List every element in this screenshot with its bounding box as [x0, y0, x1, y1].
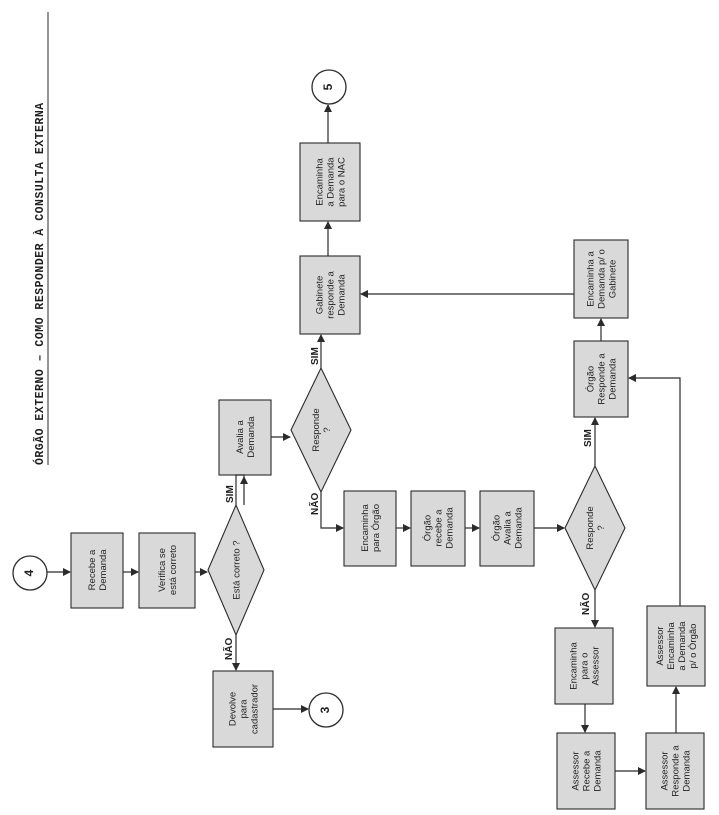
flow-lines: [47, 104, 681, 775]
label-sim-responde2: SIM: [583, 429, 594, 447]
connector-4-label: 4: [22, 569, 36, 576]
box-assessor-responde: AssessorResponde aDemanda: [645, 732, 705, 810]
box-assessor-encaminha-text: AssessorEncaminhaa Demandap/ o Órgão: [655, 621, 699, 671]
box-gabinete-responde: Gabineteresponde aDemanda: [299, 255, 361, 335]
label-sim-correto: SIM: [225, 485, 236, 503]
box-devolve-cadastrador: Devolveparacadastrador: [212, 670, 274, 748]
box-orgao-avalia: ÓrgãoAvalia aDemanda: [479, 490, 535, 567]
label-nao-responde2: NÃO: [579, 593, 592, 615]
box-orgao-recebe-text: Órgãorecebe aDemanda: [423, 507, 456, 549]
decision-esta-correto-text: Está correto ?: [232, 540, 243, 599]
arrow-responde-encaminha-orgao: [320, 492, 344, 532]
line-correto-sim: [235, 474, 245, 505]
label-sim-responde1: SIM: [310, 347, 321, 365]
page-title: ÓRGÃO EXTERNO – COMO RESPONDER À CONSULT…: [33, 102, 47, 465]
box-assessor-recebe: AssessorRecebe aDemanda: [556, 732, 616, 810]
box-verifica-correto-text: Verifica seestá correto: [157, 545, 179, 595]
box-gabinete-responde-text: Gabineteresponde aDemanda: [315, 271, 348, 319]
box-encaminha-assessor: Encaminhapara oAssessor: [554, 627, 614, 705]
box-verifica-correto: Verifica seestá correto: [138, 532, 196, 609]
label-nao-correto: NÃO: [222, 638, 235, 660]
arrow-assessor-encaminha-orgao: [628, 374, 681, 606]
connector-4: 4: [12, 555, 48, 591]
connector-3-label: 3: [318, 706, 332, 713]
decision-responde-2: Responde?: [564, 464, 626, 592]
connector-5: 5: [311, 69, 347, 105]
box-assessor-recebe-text: AssessorRecebe aDemanda: [571, 750, 604, 792]
box-recebe-demanda: Recebe aDemanda: [70, 532, 124, 609]
decision-responde-1-text: Responde?: [311, 408, 333, 451]
decision-esta-correto: Está correto ?: [207, 503, 265, 637]
box-avalia-demanda: Avalia aDemanda: [218, 399, 272, 476]
box-encaminha-nac: Encaminhaa Demandapara o NAC: [299, 142, 361, 222]
box-orgao-responde-text: ÓrgãoResponde aDemanda: [586, 353, 619, 405]
connector-3: 3: [308, 692, 344, 728]
box-orgao-recebe: Órgãorecebe aDemanda: [410, 490, 466, 567]
label-nao-responde1: NÃO: [308, 493, 321, 515]
connector-5-label: 5: [321, 83, 335, 90]
box-encaminha-gabinete-text: Encaminha aDemanda p/ oGabinete: [586, 249, 619, 309]
decision-responde-1: Responde?: [290, 366, 352, 494]
box-encaminha-assessor-text: Encaminhapara oAssessor: [569, 642, 602, 690]
box-encaminha-orgao: Encaminhapara Órgão: [343, 490, 397, 567]
box-orgao-responde: ÓrgãoResponde aDemanda: [573, 340, 629, 418]
box-devolve-cadastrador-text: Devolveparacadastrador: [228, 684, 261, 734]
box-encaminha-nac-text: Encaminhaa Demandapara o NAC: [315, 157, 348, 207]
box-assessor-responde-text: AssessorResponde aDemanda: [660, 745, 693, 797]
box-orgao-avalia-text: ÓrgãoAvalia aDemanda: [492, 507, 525, 549]
box-recebe-demanda-text: Recebe aDemanda: [87, 549, 109, 591]
box-encaminha-orgao-text: Encaminhapara Órgão: [360, 504, 382, 553]
box-assessor-encaminha: AssessorEncaminhaa Demandap/ o Órgão: [646, 605, 706, 687]
box-encaminha-gabinete: Encaminha aDemanda p/ oGabinete: [573, 239, 629, 319]
decision-responde-2-text: Responde?: [585, 506, 607, 549]
box-avalia-demanda-text: Avalia aDemanda: [235, 416, 257, 458]
